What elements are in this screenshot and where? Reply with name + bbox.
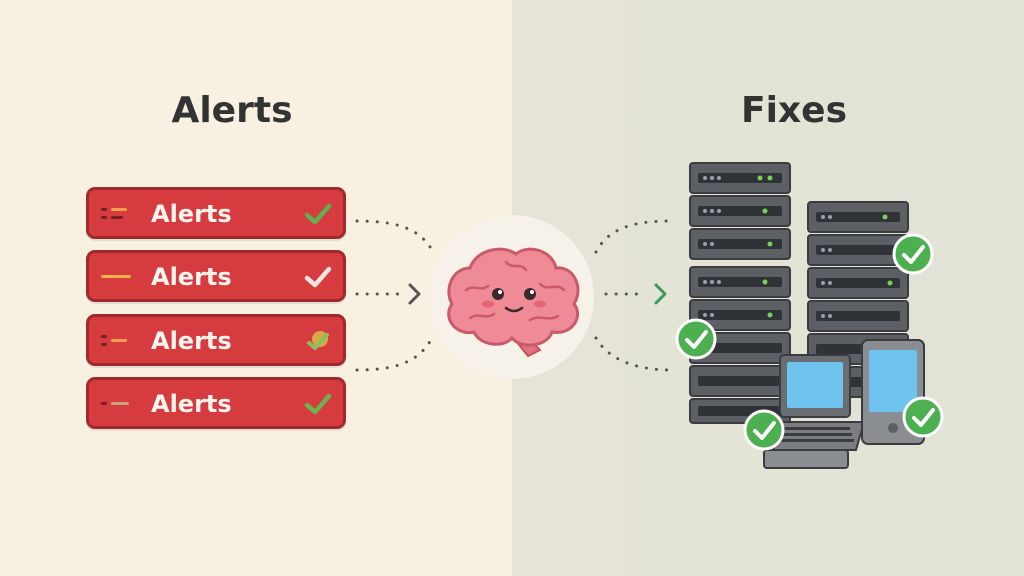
checkmark-icon bbox=[892, 233, 934, 275]
alert-lines-icon bbox=[101, 402, 129, 405]
checkmark-icon bbox=[902, 396, 944, 438]
checkmark-icon bbox=[304, 266, 332, 288]
left-connectors bbox=[355, 219, 434, 372]
alert-label: Alerts bbox=[151, 390, 232, 418]
checkmark-icon bbox=[743, 409, 785, 451]
right-connectors bbox=[594, 219, 674, 372]
alert-lines-icon bbox=[101, 208, 127, 219]
alert-card: Alerts bbox=[86, 314, 346, 366]
arrow-right-icon bbox=[654, 283, 667, 305]
fixes-heading: Fixes bbox=[741, 90, 847, 131]
arrow-right-icon bbox=[408, 283, 421, 305]
brain-icon bbox=[430, 215, 594, 379]
alert-label: Alerts bbox=[151, 200, 232, 228]
checkmark-icon bbox=[304, 393, 332, 415]
laptop-icon bbox=[763, 354, 866, 469]
alert-card: Alerts bbox=[86, 377, 346, 429]
alert-lines-icon bbox=[101, 275, 131, 278]
alert-label: Alerts bbox=[151, 327, 232, 355]
checkmark-icon bbox=[304, 203, 332, 225]
fixing-check-icon bbox=[307, 331, 329, 350]
server-rack-icon bbox=[689, 162, 791, 424]
alert-card: Alerts bbox=[86, 187, 346, 239]
alert-card: Alerts bbox=[86, 250, 346, 302]
checkmark-icon bbox=[675, 318, 717, 360]
alert-label: Alerts bbox=[151, 263, 232, 291]
alerts-heading: Alerts bbox=[171, 90, 293, 131]
alert-lines-icon bbox=[101, 335, 127, 346]
